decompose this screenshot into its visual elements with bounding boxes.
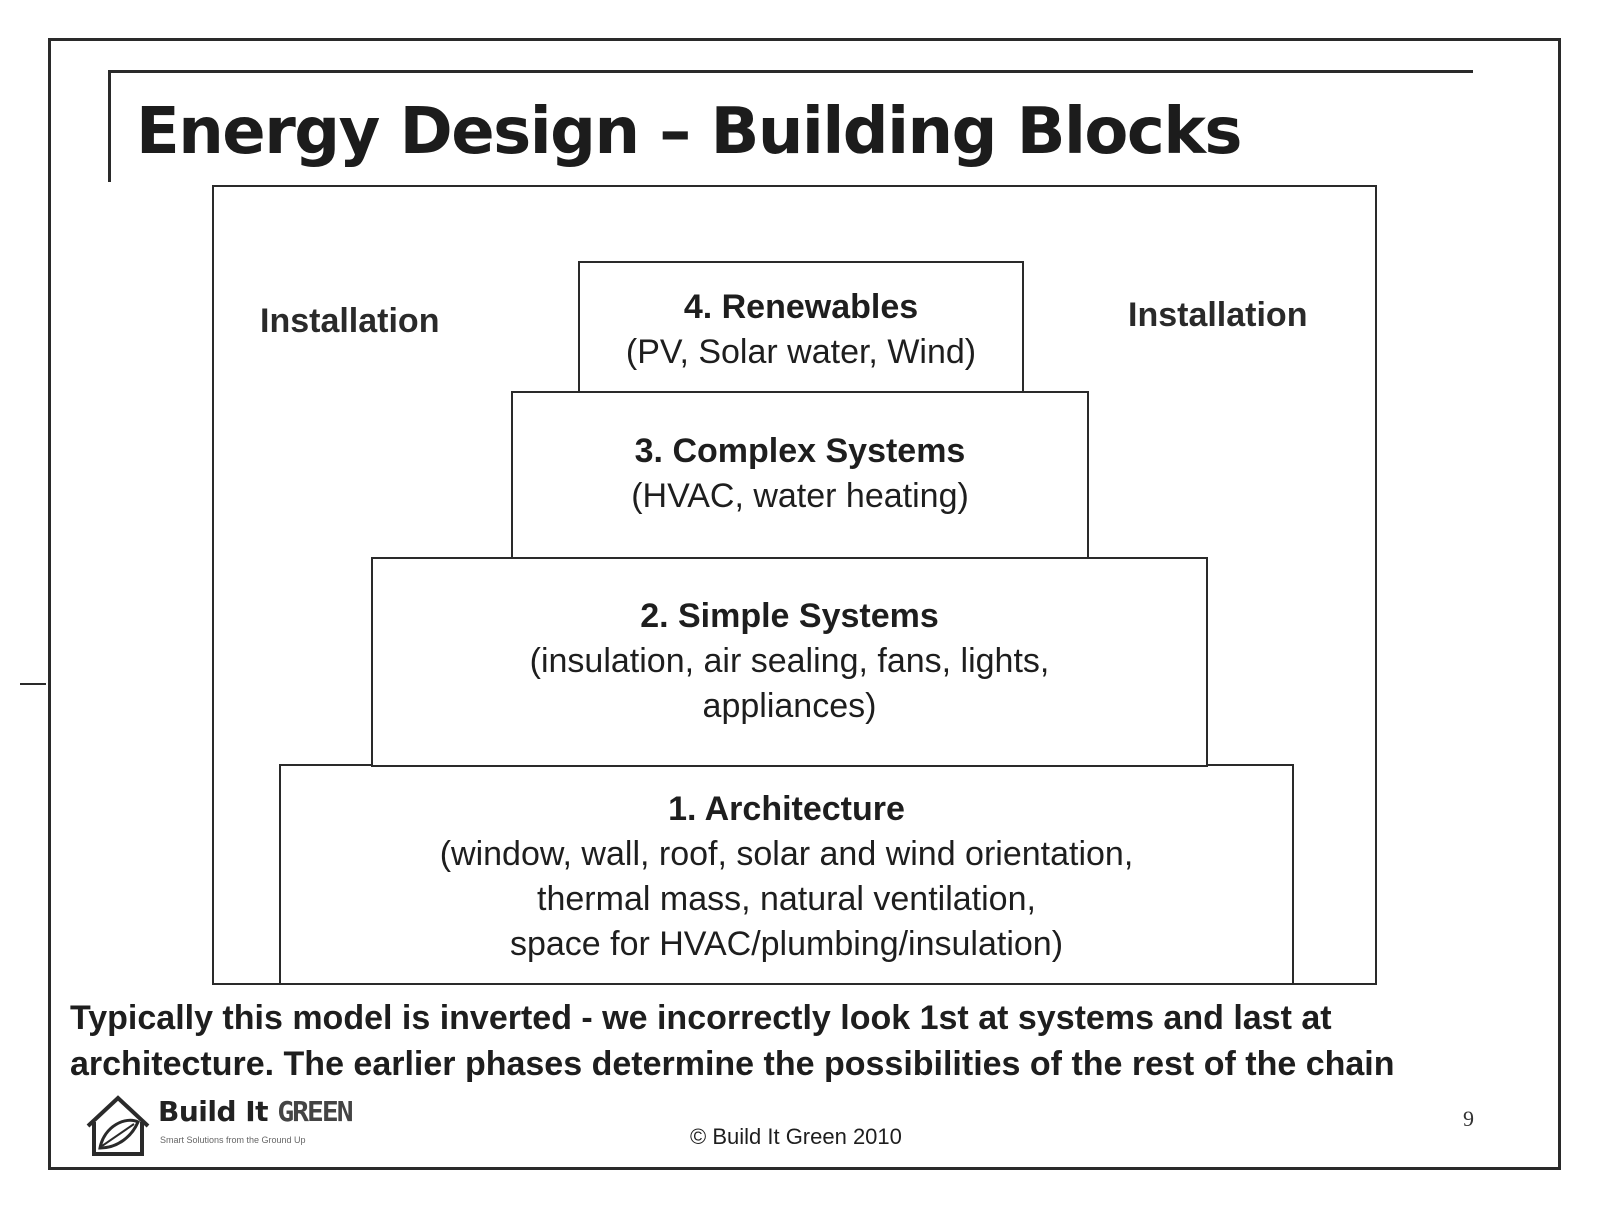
title-rule-top bbox=[108, 70, 1473, 73]
copyright: © Build It Green 2010 bbox=[690, 1124, 902, 1149]
build-it-green-logo: Build It GREEN Smart Solutions from the … bbox=[82, 1092, 362, 1160]
installation-label-left: Installation bbox=[260, 302, 440, 340]
block-simple-systems: 2. Simple Systems (insulation, air seali… bbox=[371, 557, 1208, 767]
block-architecture-detail-3: space for HVAC/plumbing/insulation) bbox=[509, 925, 1064, 963]
block-simple-systems-heading: 2. Simple Systems bbox=[640, 597, 939, 635]
title-rule-left bbox=[108, 70, 111, 182]
slide-frame bbox=[48, 38, 1561, 1170]
logo-name: Build It GREEN bbox=[158, 1095, 354, 1128]
margin-tick bbox=[20, 683, 46, 685]
block-architecture-heading: 1. Architecture bbox=[668, 790, 905, 828]
installation-label-right: Installation bbox=[1128, 296, 1308, 334]
footer-note-line-2: architecture. The earlier phases determi… bbox=[70, 1045, 1395, 1083]
block-renewables: 4. Renewables (PV, Solar water, Wind) bbox=[578, 261, 1024, 393]
house-leaf-icon bbox=[86, 1095, 150, 1156]
block-complex-systems-heading: 3. Complex Systems bbox=[634, 432, 966, 470]
block-architecture-detail-2: thermal mass, natural ventilation, bbox=[537, 880, 1036, 918]
footer-note: Typically this model is inverted - we in… bbox=[70, 995, 1550, 1087]
page-title: Energy Design – Building Blocks bbox=[136, 95, 1242, 169]
block-architecture-detail-1: (window, wall, roof, solar and wind orie… bbox=[439, 835, 1134, 873]
block-complex-systems: 3. Complex Systems (HVAC, water heating) bbox=[511, 391, 1089, 559]
footer-note-line-1: Typically this model is inverted - we in… bbox=[70, 999, 1332, 1037]
logo-tagline: Smart Solutions from the Ground Up bbox=[160, 1135, 306, 1145]
block-complex-systems-detail-1: (HVAC, water heating) bbox=[631, 477, 969, 515]
block-renewables-detail-1: (PV, Solar water, Wind) bbox=[625, 333, 977, 371]
block-architecture: 1. Architecture (window, wall, roof, sol… bbox=[279, 764, 1294, 985]
page-number: 9 bbox=[1463, 1106, 1474, 1131]
block-renewables-heading: 4. Renewables bbox=[683, 288, 919, 326]
block-simple-systems-detail-1: (insulation, air sealing, fans, lights, bbox=[529, 642, 1050, 680]
block-simple-systems-detail-2: appliances) bbox=[702, 687, 877, 725]
